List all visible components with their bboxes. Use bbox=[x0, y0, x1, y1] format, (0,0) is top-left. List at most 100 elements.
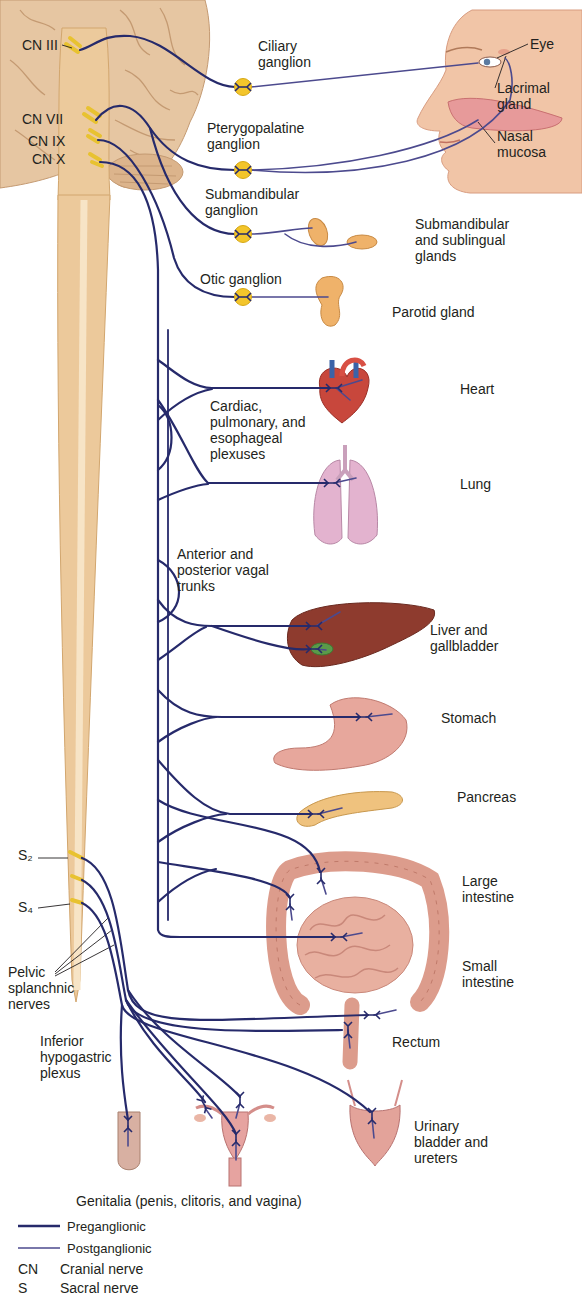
leader-line bbox=[38, 904, 70, 908]
leader-line bbox=[55, 918, 114, 976]
ganglion bbox=[235, 289, 252, 306]
anatomy-label: S bbox=[18, 1280, 58, 1296]
rectum bbox=[350, 1005, 352, 1062]
leader-line bbox=[38, 858, 68, 859]
intestine-coils bbox=[305, 915, 398, 978]
iris bbox=[484, 59, 490, 65]
synapse bbox=[235, 83, 251, 91]
ganglion bbox=[235, 226, 252, 243]
synapse bbox=[324, 479, 340, 487]
synapse bbox=[236, 1092, 244, 1108]
ganglion bbox=[235, 162, 252, 179]
anatomy-label: Small intestine bbox=[462, 958, 534, 990]
synapse bbox=[124, 1116, 132, 1132]
eye bbox=[479, 57, 501, 67]
preganglionic-sacral bbox=[82, 858, 370, 1134]
anatomy-label: Ciliary ganglion bbox=[258, 38, 328, 70]
haustra bbox=[276, 861, 439, 1005]
mouth bbox=[440, 140, 460, 142]
anatomy-label: Lacrimal gland bbox=[497, 80, 577, 112]
synapse bbox=[232, 1130, 240, 1146]
anatomy-label: Submandibular and sublingual glands bbox=[415, 216, 521, 264]
leader-lines bbox=[38, 44, 528, 976]
cn3-fiber bbox=[80, 36, 235, 87]
synapse bbox=[331, 933, 347, 941]
post-fiber bbox=[348, 1010, 396, 1048]
lacrimal-gland bbox=[498, 49, 510, 55]
left-lung bbox=[314, 460, 342, 544]
ureters bbox=[348, 1080, 402, 1106]
anatomy-label: Submandibular ganglion bbox=[205, 186, 317, 218]
nerve-roots bbox=[66, 38, 102, 903]
anatomy-label: CN VII bbox=[22, 111, 82, 127]
spinal-cord-highlight bbox=[77, 200, 84, 990]
leader-line bbox=[497, 44, 528, 58]
anatomy-label: Parotid gland bbox=[392, 304, 512, 320]
anatomy-label: Cranial nerve bbox=[60, 1261, 220, 1277]
salivary-glands bbox=[305, 216, 377, 326]
ganglion-circle bbox=[235, 79, 252, 96]
stomach bbox=[274, 698, 407, 771]
synapse bbox=[364, 1011, 380, 1019]
root bbox=[66, 38, 80, 52]
ovary bbox=[194, 1114, 206, 1122]
anatomy-label: Pancreas bbox=[457, 789, 547, 805]
legend-samples bbox=[18, 1226, 60, 1248]
eyebrow bbox=[446, 48, 482, 52]
parotid-gland bbox=[316, 276, 343, 326]
vagus-branch bbox=[158, 627, 206, 660]
synapse bbox=[235, 293, 251, 301]
ganglion bbox=[235, 79, 252, 96]
post-fiber bbox=[290, 878, 326, 920]
vagus-branch bbox=[158, 360, 330, 388]
pancreas bbox=[297, 792, 403, 827]
anatomy-label: Genitalia (penis, clitoris, and vagina) bbox=[76, 1193, 496, 1209]
legend-text: Preganglionic bbox=[67, 1219, 146, 1234]
small-intestine bbox=[297, 897, 413, 993]
synapse bbox=[308, 810, 324, 818]
synapse bbox=[236, 1092, 244, 1108]
synapse bbox=[286, 894, 294, 910]
liver-shape bbox=[287, 603, 434, 667]
synapse bbox=[232, 1130, 240, 1146]
liver bbox=[287, 603, 434, 667]
vagus-branch bbox=[158, 760, 312, 814]
ganglion-circle bbox=[235, 289, 252, 306]
heart bbox=[319, 360, 369, 423]
vagus-branch bbox=[212, 626, 310, 649]
anatomy-label: Pterygopalatine ganglion bbox=[207, 120, 319, 152]
vagus-branch bbox=[158, 869, 216, 902]
synapse bbox=[368, 1108, 376, 1124]
anatomy-label: Urinary bladder and ureters bbox=[414, 1118, 498, 1166]
post-fiber bbox=[251, 228, 356, 246]
root bbox=[84, 108, 100, 122]
synapses bbox=[124, 384, 380, 1146]
anatomy-label: Cardiac, pulmonary, and esophageal plexu… bbox=[210, 398, 314, 462]
synapse bbox=[197, 1095, 212, 1113]
vagus-branch bbox=[158, 484, 208, 500]
anatomy-label: Stomach bbox=[441, 710, 531, 726]
vagus-branch bbox=[158, 405, 172, 470]
legend-text: Postganglionic bbox=[67, 1241, 152, 1256]
anatomy-label: CN III bbox=[22, 37, 82, 53]
vagus-branch bbox=[158, 800, 320, 872]
synapse bbox=[317, 868, 325, 884]
pelvic-splanchnic-fiber bbox=[126, 1000, 236, 1134]
sublingual-gland bbox=[347, 235, 377, 249]
anatomy-label: Sacral nerve bbox=[60, 1280, 220, 1296]
anatomy-label: CN bbox=[18, 1261, 58, 1277]
synapse bbox=[235, 166, 251, 174]
post-fiber bbox=[316, 612, 340, 650]
anatomy-label: Large intestine bbox=[462, 873, 534, 905]
legend-line-sample bbox=[18, 1225, 60, 1228]
anatomy-label: Pelvic splanchnic nerves bbox=[8, 964, 86, 1012]
large-intestine bbox=[276, 861, 439, 1005]
heart-shape bbox=[319, 368, 369, 423]
anatomy-label: Nasal mucosa bbox=[497, 128, 569, 160]
post-fiber bbox=[128, 1103, 374, 1160]
penis bbox=[118, 1112, 140, 1170]
vagus-branch bbox=[158, 690, 360, 717]
head-profile bbox=[417, 10, 582, 193]
anatomy-label: Rectum bbox=[392, 1034, 472, 1050]
